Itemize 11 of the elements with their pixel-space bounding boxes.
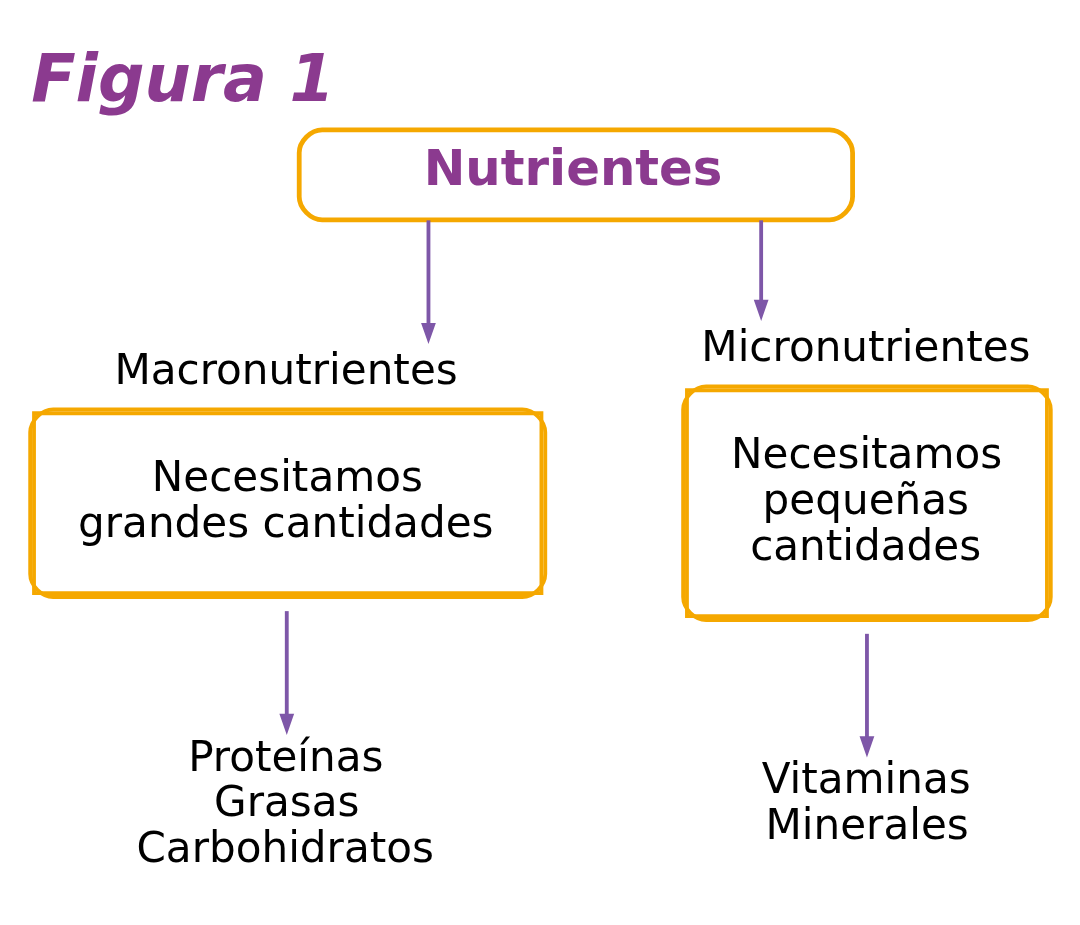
node-label: Macronutrientes [114,344,458,394]
arrow [279,610,295,735]
node-box: Nutrientes [296,126,855,222]
diagram-title: Figura 1 [31,40,335,116]
node-text: Proteínas Grasas Carbohidratos [136,731,434,872]
arrow [753,219,769,321]
arrow [859,633,875,757]
node-box: Necesitamos grandes cantidades [28,406,548,599]
node-label: Micronutrientes [701,321,1031,371]
node-text: Vitaminas Minerales [761,753,971,849]
arrow [421,219,436,344]
